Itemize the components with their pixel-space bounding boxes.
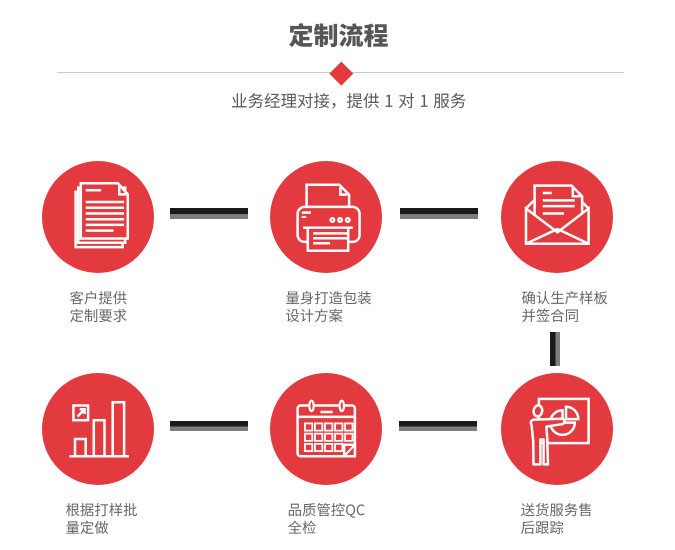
title-divider-diamond-icon — [329, 61, 354, 85]
step-label-text: 量身打造包装 — [0, 0, 1, 1]
step-label-text: 客户提供 — [0, 0, 1, 1]
step-label-text: 量定做 — [0, 0, 1, 1]
step-packaging-design — [269, 161, 382, 273]
step-label-glyphs — [65, 503, 137, 535]
flow-connector-vertical — [549, 331, 561, 367]
envelope-letter-icon — [501, 161, 613, 273]
printer-icon — [269, 161, 382, 273]
flow-connector-horizontal — [399, 420, 477, 432]
step-label-text: 后跟踪 — [0, 0, 1, 1]
step-label-text: 定制要求 — [0, 0, 1, 1]
step-label-glyphs — [285, 290, 372, 322]
step-label-glyphs — [520, 503, 592, 535]
step-label-text: 并签合同 — [0, 0, 1, 1]
step-customer-requirements — [41, 161, 154, 273]
flow-connector-horizontal — [400, 208, 478, 219]
flow-connector-horizontal — [170, 208, 248, 219]
step-label-text: 品质管控QC — [0, 0, 1, 1]
step-label-glyphs — [287, 503, 365, 535]
step-sample-contract — [501, 161, 613, 273]
step-label-text: 全检 — [0, 0, 1, 1]
step-label-text: 送货服务售 — [0, 0, 1, 1]
page-subtitle-text: 业务经理对接，提供 1 对 1 服务 — [0, 0, 1, 1]
presentation-icon — [501, 373, 613, 485]
step-batch-production — [41, 373, 154, 485]
documents-stack-icon — [41, 161, 154, 273]
step-label-text: 设计方案 — [0, 0, 1, 1]
page-subtitle-glyphs — [232, 93, 467, 109]
step-delivery-tracking — [501, 373, 613, 485]
bar-chart-icon — [41, 373, 154, 485]
page-title-glyphs — [288, 23, 388, 48]
flow-connector-horizontal — [170, 420, 248, 432]
step-label-text: 确认生产样板 — [0, 0, 1, 1]
step-label-glyphs — [521, 290, 608, 322]
step-quality-inspection — [269, 373, 382, 485]
calendar-icon — [269, 373, 382, 485]
step-label-glyphs — [70, 290, 127, 322]
step-label-text: 根据打样批 — [0, 0, 1, 1]
page-title-text: 定制流程 — [0, 0, 1, 1]
